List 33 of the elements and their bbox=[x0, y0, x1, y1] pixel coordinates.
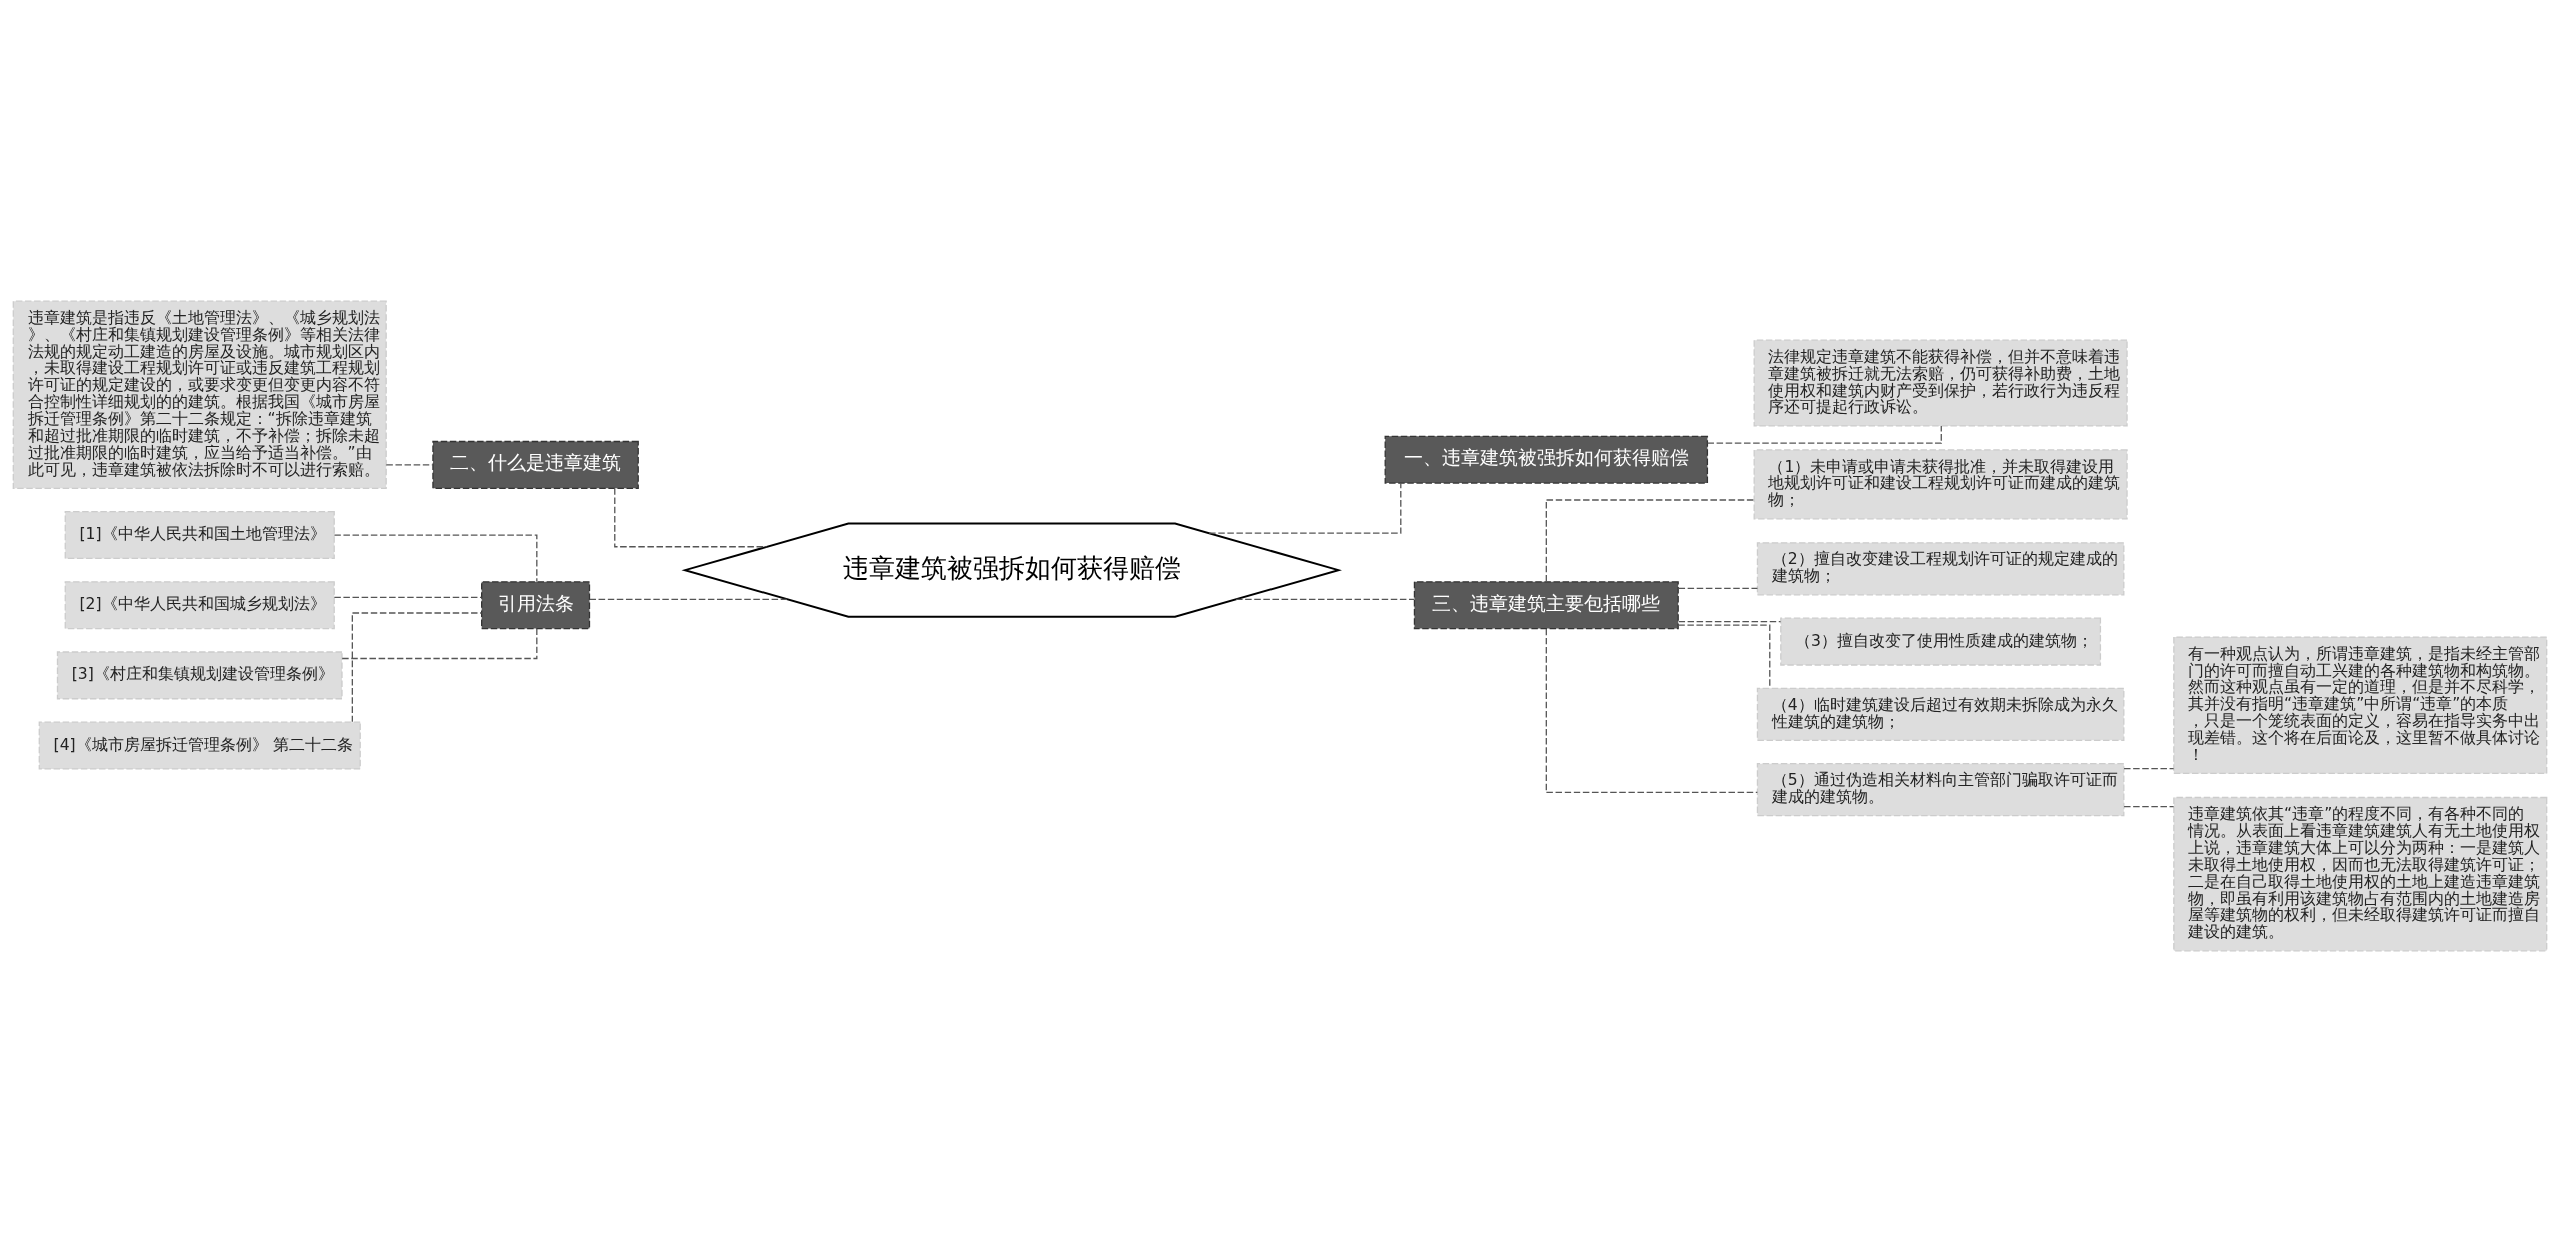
node-box: [1]《中华人民共和国土地管理法》 bbox=[64, 511, 335, 560]
node-box: （2）擅自改变建设工程规划许可证的规定建成的建筑物； bbox=[1756, 542, 2125, 596]
connector bbox=[333, 596, 483, 599]
node-box: 一、违章建筑被强拆如何获得赔偿 bbox=[1384, 435, 1709, 484]
node-box: [2]《中华人民共和国城乡规划法》 bbox=[64, 581, 335, 630]
connector bbox=[1677, 624, 1771, 689]
connector bbox=[1545, 628, 1758, 793]
connector bbox=[341, 628, 538, 660]
connector bbox=[351, 612, 483, 723]
node-box: （5）通过伪造相关材料向主管部门骗取许可证而建成的建筑物。 bbox=[1756, 763, 2125, 817]
node-box: 二、什么是违章建筑 bbox=[432, 440, 639, 489]
connector bbox=[333, 534, 538, 583]
connector bbox=[1545, 499, 1755, 582]
node-box: 违章建筑是指违反《土地管理法》、《城乡规划法》、《村庄和集镇规划建设管理条例》等相关法律法规的规定动工建造的房屋及设施。城市规划区内，未取得建设工程规划许可证或违反建筑工程规划许可证的规定建设的，或要求变更但变更内容不符合控制性详细规划的的建筑。根据我国《城市房屋拆迁管理条例》第二十二条规定：“拆除违章建筑和超过批准期限的临时建筑，不予补偿；拆除未超过批准期限的临时建筑，应当给予适当补偿。”由此可见，违章建筑被依法拆除时不可以进行索赔。 bbox=[12, 300, 387, 489]
node-box: 三、违章建筑主要包括哪些 bbox=[1413, 581, 1679, 630]
node-box: 引用法条 bbox=[481, 581, 591, 630]
node-box: 法律规定违章建筑不能获得补偿，但并不意味着违章建筑被拆迁就无法索赔，仍可获得补助费，土地使用权和建筑内财产受到保护，若行政行为违反程序还可提起行政诉讼。 bbox=[1753, 339, 2128, 427]
connector bbox=[1235, 598, 1416, 600]
node-box: 有一种观点认为，所谓违章建筑，是指未经主管部门的许可而擅自动工兴建的各种建筑物和构筑物。然而这种观点虽有一定的道理，但是并不尽科学，其并没有指明“违章建筑”中所谓“违章”的本质，只是一个笼统表面的定义，容易在指导实务中出现差错。这个将在后面论及，这里暂不做具体讨论！ bbox=[2173, 636, 2548, 775]
node-box: [3]《村庄和集镇规划建设管理条例》 bbox=[56, 651, 343, 700]
connector bbox=[2123, 805, 2175, 808]
node-box: [4]《城市房屋拆迁管理条例》 第二十二条 bbox=[38, 721, 361, 770]
node-box: 违章建筑依其“违章”的程度不同，有各种不同的情况。从表面上看违章建筑建筑人有无土地使用权上说，违章建筑大体上可以分为两种：一是建筑人未取得土地使用权，因而也无法取得建筑许可证；二是在自己取得土地使用权的土地上建造违章建筑物，即虽有利用该建筑物占有范围内的土地建造房屋等建筑物的权利，但未经取得建筑许可证而擅自建设的建筑。 bbox=[2173, 796, 2548, 952]
connector bbox=[385, 464, 434, 466]
connector bbox=[2123, 767, 2175, 770]
node-box: （3）擅自改变了使用性质建成的建筑物； bbox=[1780, 617, 2102, 666]
node-box: （4）临时建筑建设后超过有效期未拆除成为永久性建筑的建筑物； bbox=[1756, 687, 2125, 741]
connector bbox=[614, 487, 768, 548]
connector bbox=[589, 598, 788, 600]
node-box: （1）未申请或申请未获得批准，并未取得建设用地规划许可证和建设工程规划许可证而建成的建筑物； bbox=[1753, 449, 2128, 520]
connector bbox=[1678, 621, 1782, 623]
connector bbox=[1208, 482, 1402, 534]
connector bbox=[1678, 587, 1759, 589]
